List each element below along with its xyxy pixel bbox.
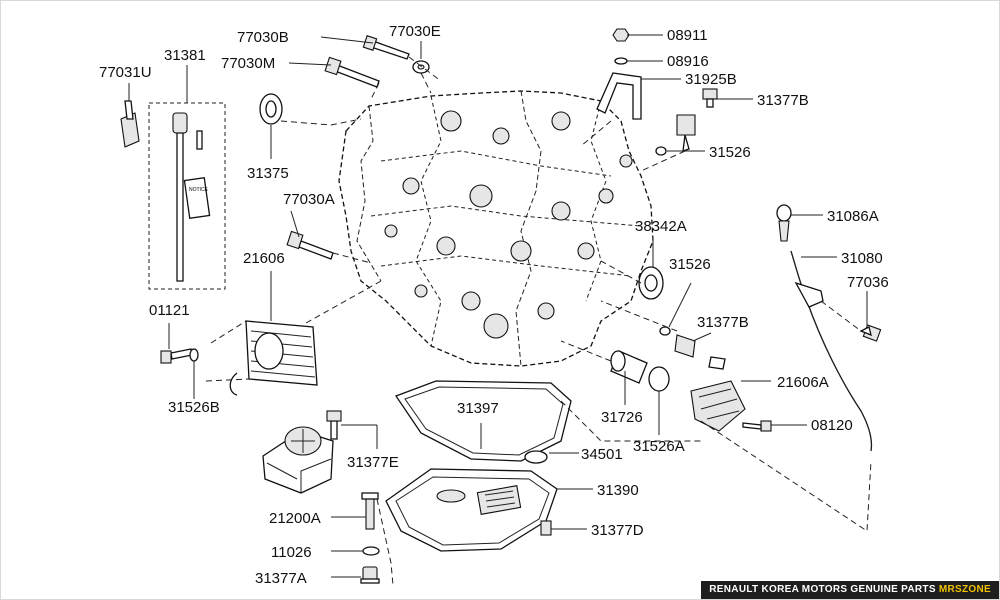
label-21606A: 21606A (777, 374, 829, 391)
o-ring-31526-top (655, 146, 667, 156)
washer-31526B (189, 348, 199, 362)
label-21200A: 21200A (269, 510, 321, 527)
label-08911: 08911 (667, 27, 708, 44)
label-31377A: 31377A (255, 570, 307, 587)
label-38342A: 38342A (635, 218, 687, 235)
label-31375: 31375 (247, 165, 289, 182)
label-31377B-top: 31377B (757, 92, 809, 109)
label-31726: 31726 (601, 409, 643, 426)
nut-08911 (612, 28, 630, 42)
filter-cover-21606A (690, 380, 746, 432)
oil-pan-31390 (385, 468, 558, 552)
label-31377E: 31377E (347, 454, 399, 471)
label-31397: 31397 (457, 400, 499, 417)
label-77030M: 77030M (221, 55, 275, 72)
o-ring-31526-mid (659, 326, 671, 336)
brand-footer: RENAULT KOREA MOTORS GENUINE PARTS MRSZO… (701, 581, 999, 599)
bolt-77030A (286, 230, 334, 260)
oil-seal-31375 (259, 93, 283, 125)
pan-gasket-31397 (394, 380, 572, 462)
label-31526A: 31526A (633, 438, 685, 455)
label-31526-top: 31526 (709, 144, 751, 161)
label-77030B: 77030B (237, 29, 289, 46)
label-31086A: 31086A (827, 208, 879, 225)
label-31080: 31080 (841, 250, 883, 267)
brand-highlight: MRSZONE (938, 584, 991, 595)
label-31377D: 31377D (591, 522, 644, 539)
bolt-08120 (742, 420, 772, 432)
bracket-31925B (596, 72, 642, 120)
clip-77031U (120, 83, 140, 148)
oil-seal-38342A (638, 266, 664, 300)
filter-31726 (610, 350, 648, 384)
label-77030E: 77030E (389, 23, 441, 40)
oil-cooler-21606 (205, 320, 318, 396)
washer-11026 (362, 546, 380, 556)
sensor-31377B-mid (674, 334, 726, 370)
label-01121: 01121 (149, 302, 190, 319)
o-ring-31526A (648, 366, 670, 392)
label-08916: 08916 (667, 53, 709, 70)
label-31925B: 31925B (685, 71, 737, 88)
transmission-housing (338, 90, 654, 367)
label-31381: 31381 (164, 47, 206, 64)
bolt-77030M (324, 56, 380, 88)
dipstick-kit-31381: NOTICE (148, 65, 226, 290)
label-11026: 11026 (271, 544, 312, 561)
bolt-01121 (160, 348, 193, 364)
washer-08916 (614, 57, 628, 65)
washer-34501 (524, 450, 548, 464)
valve-unit (262, 426, 334, 494)
washer-77030E (412, 60, 430, 74)
label-77031U: 77031U (99, 64, 152, 81)
dipstick-31086A (776, 204, 792, 242)
label-77030A: 77030A (283, 191, 335, 208)
bolt-21200A (361, 492, 379, 530)
sensor-upper (676, 114, 696, 152)
plug-31377D (540, 520, 552, 536)
label-31526-mid: 31526 (669, 256, 711, 273)
label-08120: 08120 (811, 417, 853, 434)
bolt-77036 (859, 324, 882, 342)
label-77036: 77036 (847, 274, 889, 291)
leader-lines (168, 34, 872, 586)
bolt-31377E (326, 410, 342, 440)
label-34501: 34501 (581, 446, 623, 463)
plug-31377A (360, 566, 380, 584)
label-31377B-mid: 31377B (697, 314, 749, 331)
label-31526B: 31526B (168, 399, 220, 416)
part-labels: 77030B 77030E 77030M 77031U 31381 31375 … (99, 23, 889, 587)
notice-card-text: NOTICE (189, 187, 209, 193)
brand-text: RENAULT KOREA MOTORS GENUINE PARTS (709, 584, 936, 595)
label-21606: 21606 (243, 250, 285, 267)
bolt-31377B-top (702, 88, 718, 108)
tube-31080 (790, 250, 873, 452)
label-31390: 31390 (597, 482, 639, 499)
